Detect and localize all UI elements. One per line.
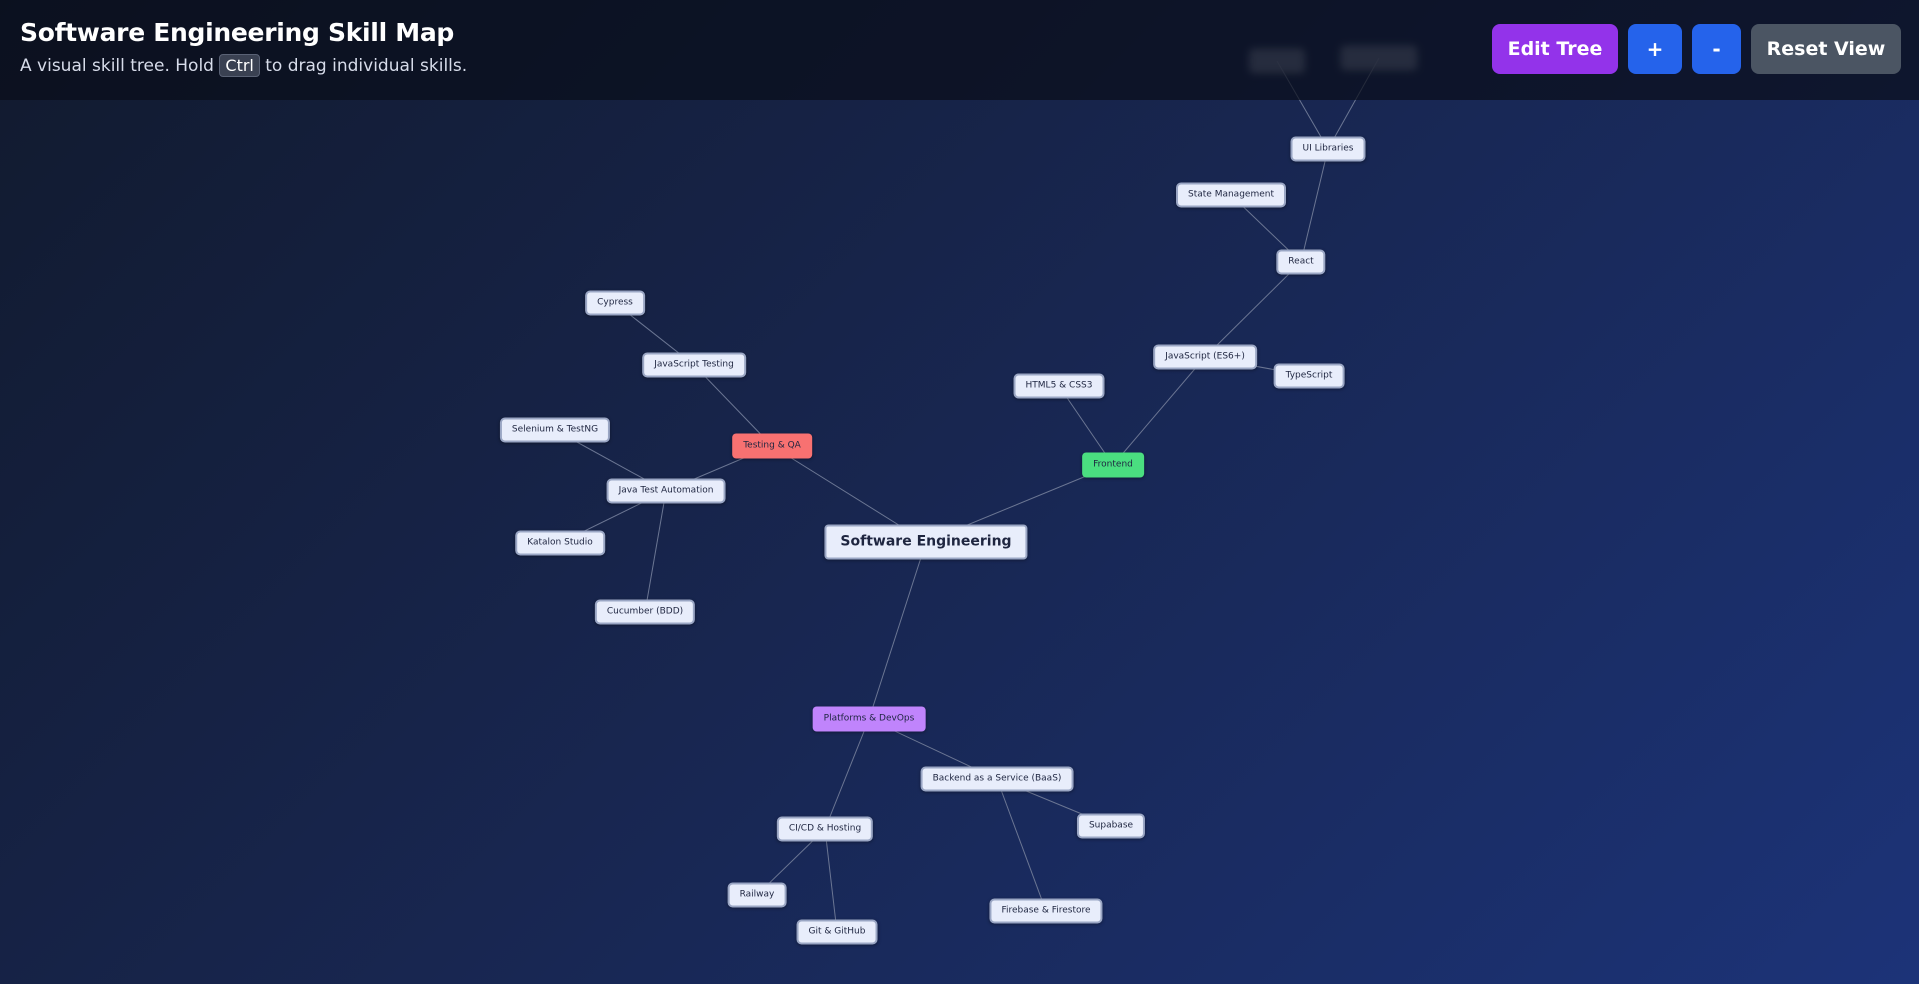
zoom-out-button[interactable]: - bbox=[1692, 24, 1741, 74]
subtitle-text: to drag individual skills. bbox=[259, 56, 468, 76]
tree-edge bbox=[1058, 385, 1114, 466]
node-railway[interactable]: Railway bbox=[727, 882, 787, 908]
tree-edge bbox=[1300, 148, 1329, 263]
edit-tree-button[interactable]: Edit Tree bbox=[1492, 24, 1618, 74]
tree-edge bbox=[693, 364, 773, 447]
tree-edge bbox=[824, 718, 870, 830]
node-backend-as-a-service[interactable]: Backend as a Service (BaaS) bbox=[920, 766, 1074, 792]
ctrl-key-badge: Ctrl bbox=[219, 54, 260, 77]
subtitle-text: A visual skill tree. Hold bbox=[20, 56, 220, 76]
node-frontend[interactable]: Frontend bbox=[1082, 452, 1144, 478]
node-katalon-studio[interactable]: Katalon Studio bbox=[515, 530, 605, 556]
node-testing-qa[interactable]: Testing & QA bbox=[732, 433, 812, 459]
node-javascript[interactable]: JavaScript (ES6+) bbox=[1153, 344, 1257, 370]
node-supabase[interactable]: Supabase bbox=[1076, 813, 1146, 839]
app-header: Software Engineering Skill Map A visual … bbox=[0, 0, 1919, 100]
node-platforms-devops[interactable]: Platforms & DevOps bbox=[812, 706, 926, 732]
zoom-in-button[interactable]: + bbox=[1628, 24, 1682, 74]
node-firebase-firestore[interactable]: Firebase & Firestore bbox=[989, 898, 1103, 924]
node-cypress[interactable]: Cypress bbox=[585, 290, 645, 316]
tree-edge bbox=[868, 541, 927, 720]
node-java-test-automation[interactable]: Java Test Automation bbox=[606, 478, 726, 504]
page-subtitle: A visual skill tree. Hold Ctrl to drag i… bbox=[20, 54, 467, 77]
node-cicd-hosting[interactable]: CI/CD & Hosting bbox=[776, 816, 874, 842]
page-title: Software Engineering Skill Map bbox=[20, 18, 454, 47]
node-git-github[interactable]: Git & GitHub bbox=[796, 919, 878, 945]
tree-edge bbox=[824, 828, 838, 933]
reset-view-button[interactable]: Reset View bbox=[1751, 24, 1901, 74]
node-cucumber-bdd[interactable]: Cucumber (BDD) bbox=[594, 599, 696, 625]
node-software-engineering[interactable]: Software Engineering bbox=[824, 524, 1028, 560]
node-javascript-testing[interactable]: JavaScript Testing bbox=[642, 352, 746, 378]
tree-edge bbox=[996, 778, 1047, 912]
tree-edge bbox=[1204, 261, 1302, 358]
tree-edge bbox=[644, 490, 667, 613]
tree-edge bbox=[1112, 356, 1206, 466]
node-state-management[interactable]: State Management bbox=[1176, 182, 1286, 208]
node-react[interactable]: React bbox=[1276, 249, 1326, 275]
node-typescript[interactable]: TypeScript bbox=[1273, 363, 1345, 389]
node-html-css[interactable]: HTML5 & CSS3 bbox=[1013, 373, 1105, 399]
node-selenium-testng[interactable]: Selenium & TestNG bbox=[499, 417, 611, 443]
node-ui-libraries[interactable]: UI Libraries bbox=[1290, 136, 1366, 162]
